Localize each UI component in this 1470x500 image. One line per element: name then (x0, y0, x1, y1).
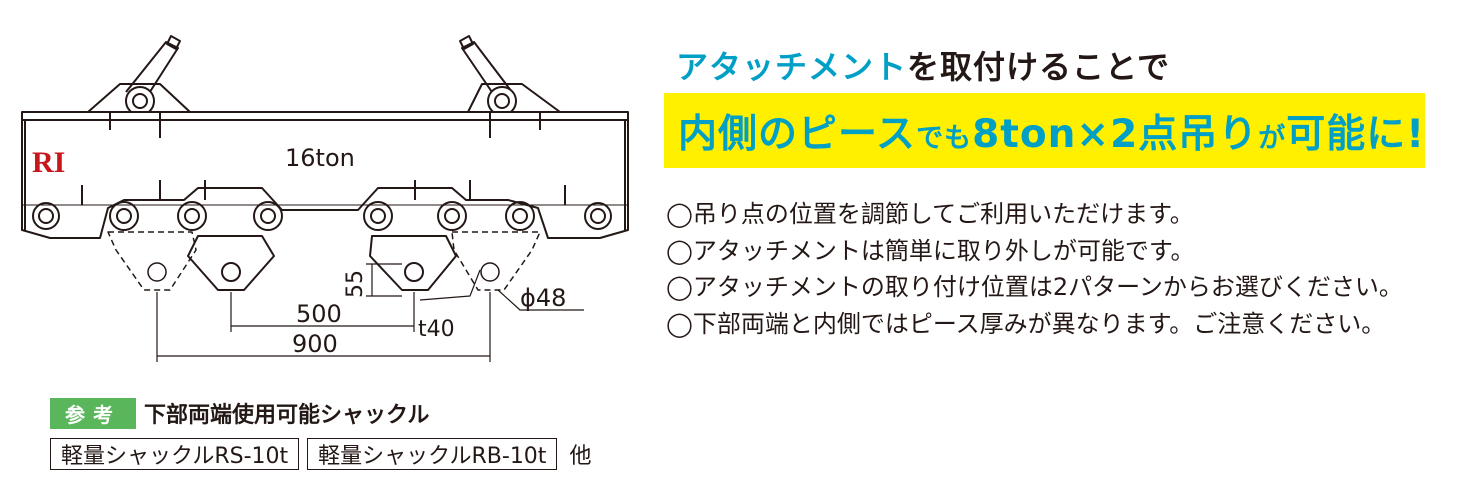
highlight-banner: 内側のピースでも8ton×2点吊りが可能に! (664, 93, 1425, 168)
heading-rest: を取付けることで (907, 48, 1171, 86)
dimension-lines (156, 263, 584, 362)
attachment-plates (187, 235, 457, 291)
shackle-model: 軽量シャックルRB-10t (307, 438, 558, 470)
dim-900: 900 (292, 330, 338, 358)
logo: RI (32, 146, 65, 179)
dim-phi48: ϕ48 (520, 284, 566, 312)
feature-item: ◯アタッチメントは簡単に取り外しが可能です。 (666, 236, 1195, 265)
models-suffix: 他 (569, 444, 592, 469)
reference-section: 参考 下部両端使用可能シャックル (50, 397, 429, 429)
feature-item: ◯アタッチメントの取り付け位置は2パターンからお選びください。 (666, 273, 1403, 301)
left-lifting-lug (87, 35, 191, 116)
bolt-heads (109, 201, 535, 231)
capacity-label: 16ton (285, 144, 355, 172)
end-pieces-dashed (107, 231, 541, 291)
heading-accent: アタッチメント (676, 48, 908, 86)
banner-part-1: 内側のピース (678, 111, 917, 157)
shackle-model: 軽量シャックルRS-10t (50, 438, 300, 470)
beam-diagram: RI 16ton 55 500 t40 ϕ48 900 (21, 35, 629, 362)
reference-title: 下部両端使用可能シャックル (144, 403, 430, 428)
end-holes (32, 202, 612, 230)
right-lifting-lug (459, 35, 561, 116)
reference-tag: 参考 (50, 397, 136, 429)
shackle-model-list: 軽量シャックルRS-10t 軽量シャックルRB-10t 他 (50, 438, 591, 470)
banner-part-3: 8ton (972, 111, 1077, 157)
banner-part-4: × (1076, 111, 1111, 157)
intro-heading: アタッチメントを取付けることで (676, 42, 1170, 88)
dim-55: 55 (343, 270, 368, 298)
beam-body (21, 111, 629, 239)
banner-part-7: 可能に! (1286, 111, 1426, 157)
banner-part-2: でも (916, 122, 973, 154)
feature-item: ◯吊り点の位置を調節してご利用いただけます。 (666, 200, 1194, 228)
end-piece-holes (147, 262, 500, 282)
feature-item: ◯下部両端と内側ではピース厚みが異なります。ご注意ください。 (666, 309, 1386, 338)
banner-part-6: が (1258, 122, 1287, 154)
dim-500: 500 (296, 300, 342, 328)
feature-list: ◯吊り点の位置を調節してご利用いただけます。 ◯アタッチメントは簡単に取り外しが… (666, 196, 1403, 342)
banner-text: 内側のピースでも8ton×2点吊りが可能に! (678, 103, 1425, 159)
banner-part-5: 2点吊り (1110, 111, 1259, 157)
dim-t40: t40 (418, 317, 455, 342)
